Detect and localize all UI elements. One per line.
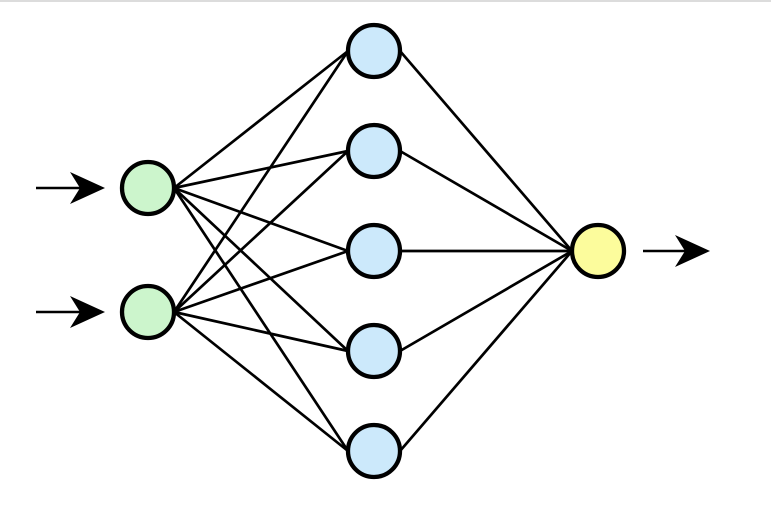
output-arrow-head-icon (675, 235, 710, 267)
edge-input-node-1-to-hidden-node-5 (172, 187, 350, 452)
hidden-node-1 (345, 22, 403, 80)
input-arrow-2-head-icon (70, 296, 105, 328)
edge-hidden-node-5-to-output-node-1 (398, 250, 574, 452)
edge-input-node-2-to-hidden-node-2 (173, 150, 349, 313)
output-node-1 (569, 222, 627, 280)
edge-input-node-2-to-hidden-node-1 (172, 50, 350, 313)
input-node-2 (119, 283, 177, 341)
edge-input-node-1-to-hidden-node-2 (173, 149, 349, 190)
hidden-node-4 (345, 322, 403, 380)
edge-input-node-2-to-hidden-node-5 (173, 310, 349, 453)
edge-input-node-1-to-hidden-node-3 (173, 186, 349, 253)
edge-input-node-1-to-hidden-node-4 (173, 187, 349, 352)
edge-hidden-node-4-to-output-node-1 (399, 249, 573, 353)
hidden-node-2 (345, 122, 403, 180)
edge-hidden-node-1-to-output-node-1 (398, 50, 574, 252)
hidden-node-3 (345, 222, 403, 280)
edge-input-node-2-to-hidden-node-3 (173, 249, 349, 314)
input-node-1 (119, 159, 177, 217)
edge-hidden-node-2-to-output-node-1 (399, 149, 573, 253)
input-arrow-1-head-icon (70, 172, 105, 204)
top-border-line (0, 0, 771, 2)
edge-input-node-2-to-hidden-node-4 (173, 310, 349, 353)
hidden-node-5 (345, 422, 403, 480)
edge-input-node-1-to-hidden-node-1 (173, 49, 349, 190)
